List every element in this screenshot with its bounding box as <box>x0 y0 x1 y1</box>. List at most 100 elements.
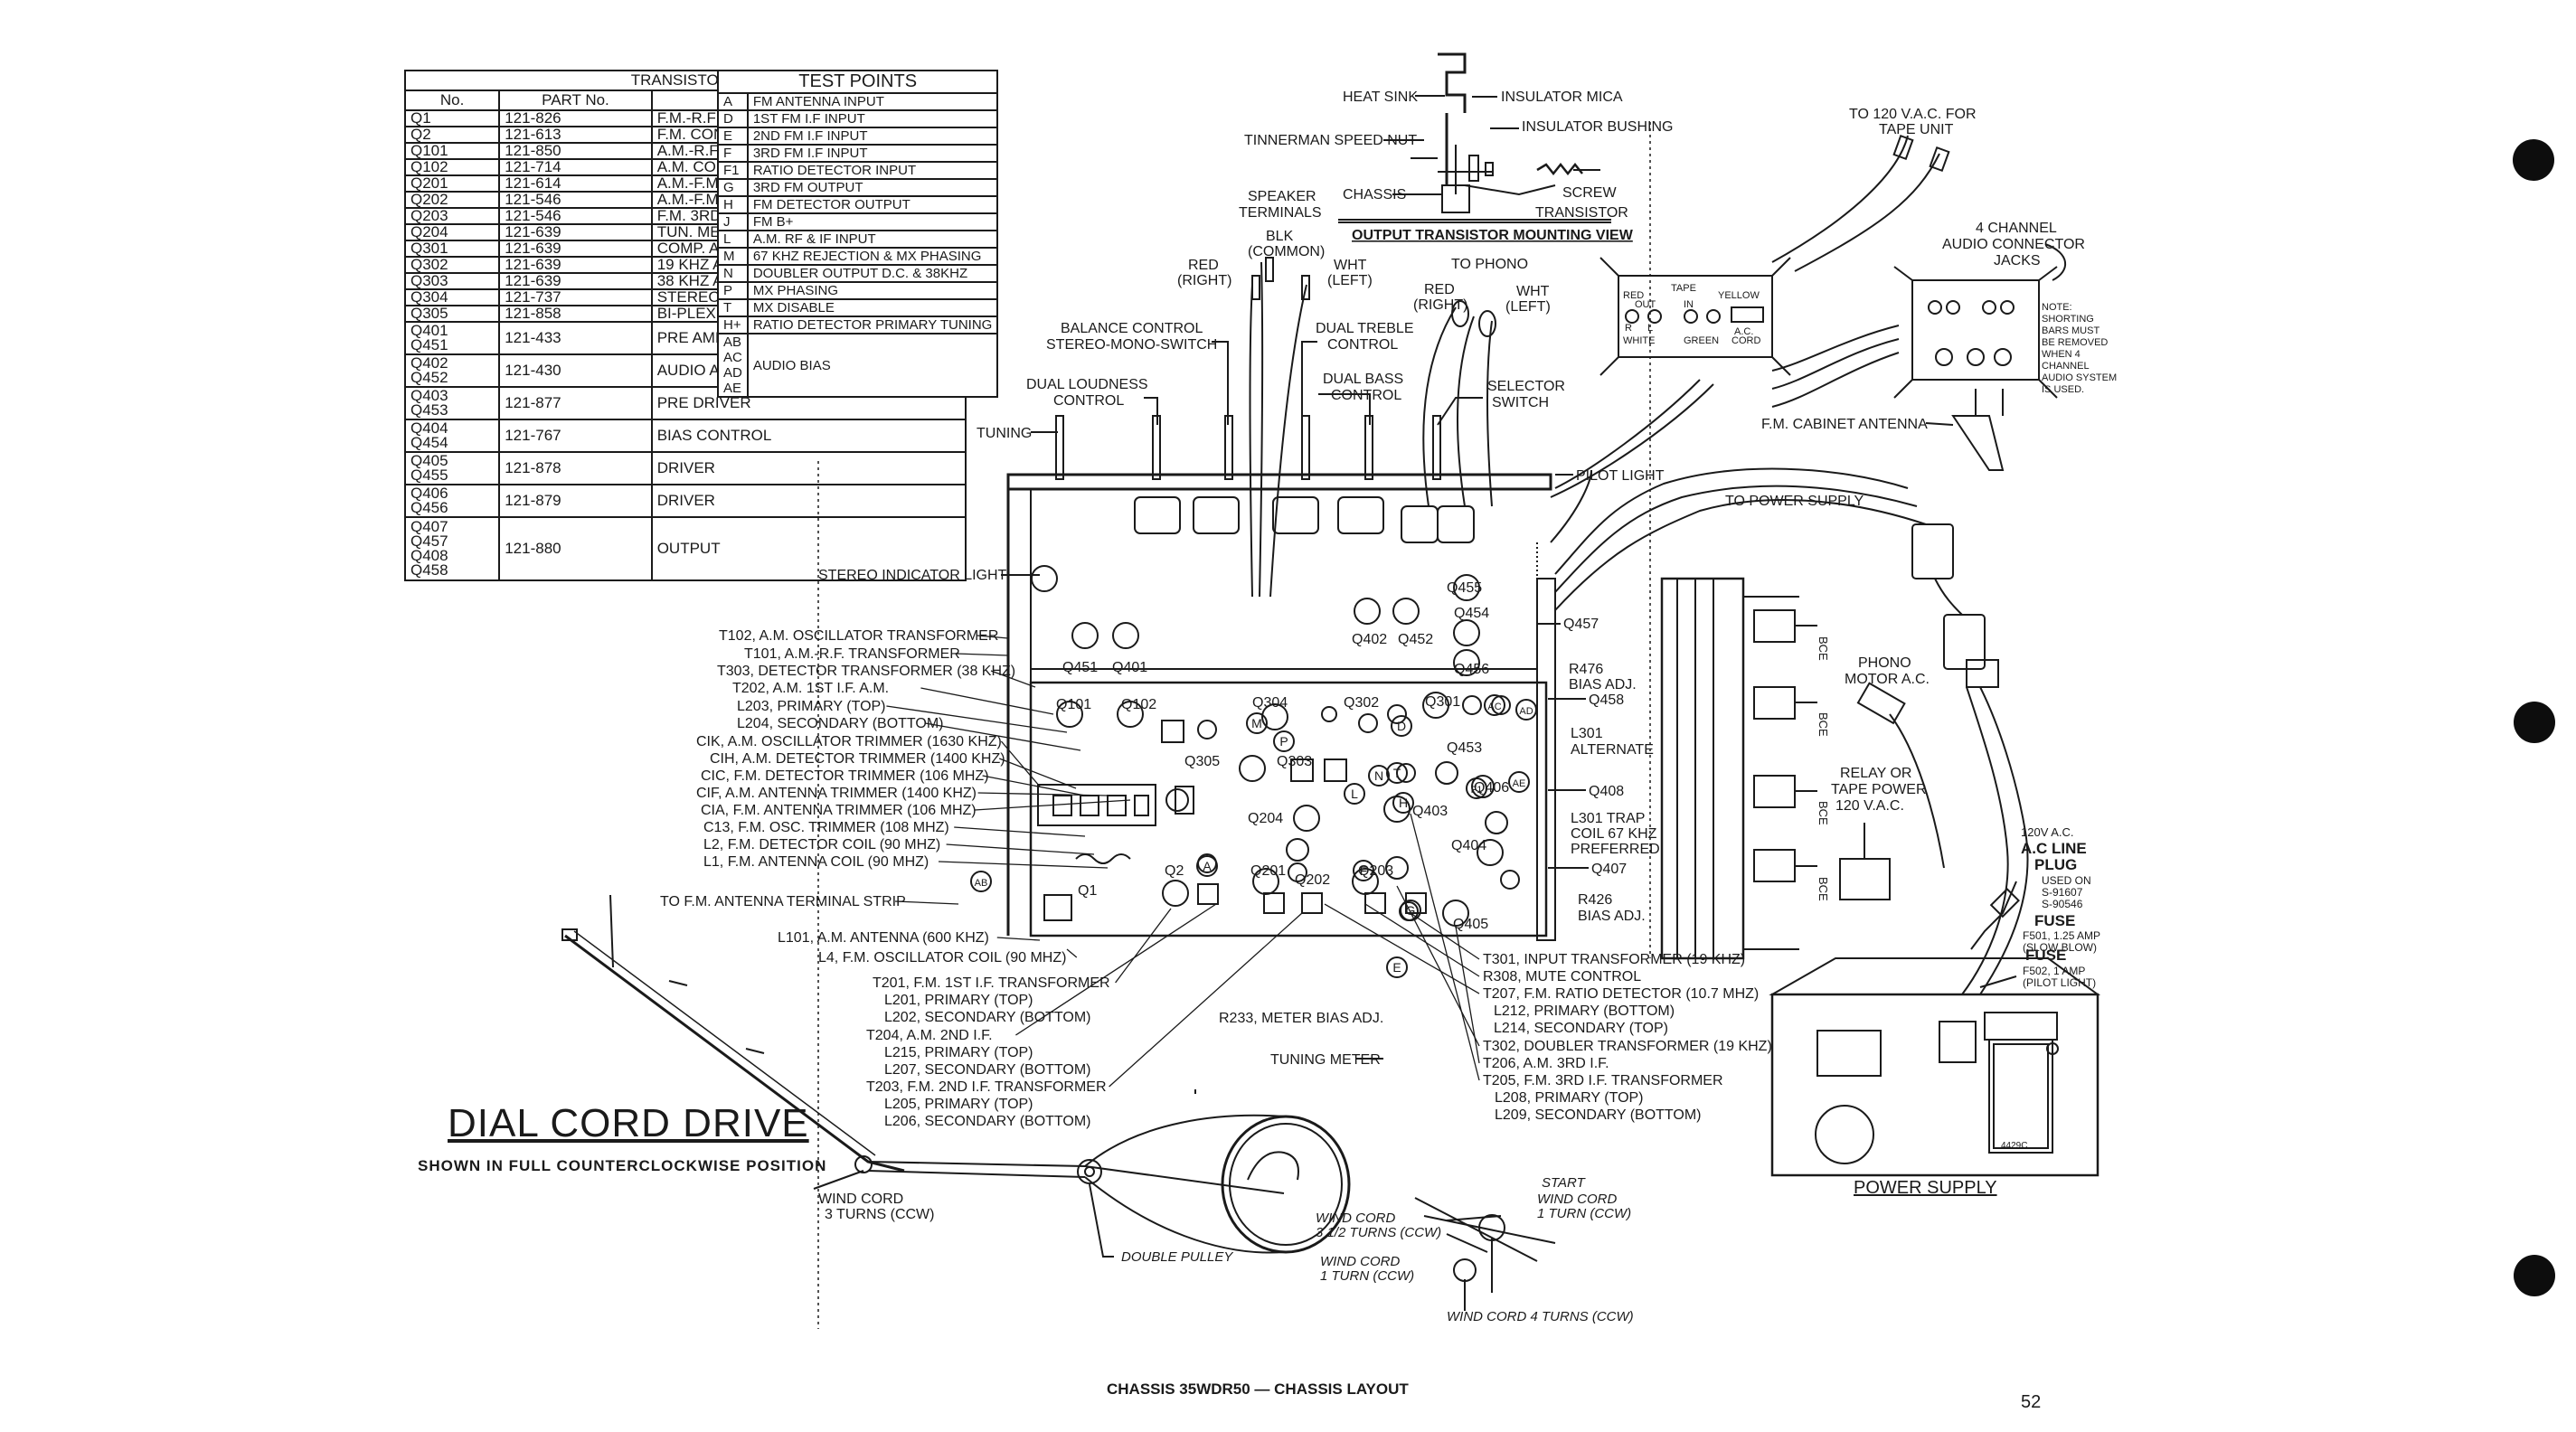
board-label-q451: Q451 <box>1062 660 1098 675</box>
test-point-circle <box>1508 771 1530 793</box>
cell-no: Q201 <box>403 174 501 193</box>
tape-label-ac: A.C. <box>1734 326 1753 337</box>
test-point-a: A <box>1203 859 1212 873</box>
label-bce: BCE <box>1816 801 1830 825</box>
cell-part: 121-614 <box>498 174 653 193</box>
label-phono-wht: WHT <box>1516 284 1550 299</box>
cell-desc: DRIVER <box>650 484 967 518</box>
callout-left: T303, DETECTOR TRANSFORMER (38 KHZ) <box>717 664 1015 679</box>
leader-line <box>998 758 1077 789</box>
binder-hole <box>2514 702 2555 743</box>
label-wind-cord-3: WIND CORD <box>818 1192 903 1207</box>
label-wind-cord-1a: WIND CORD <box>1537 1192 1617 1207</box>
note-title: NOTE: <box>2042 302 2072 313</box>
leader-line <box>1410 912 1480 960</box>
label-wind-cord-35: WIND CORD <box>1316 1211 1395 1226</box>
label-r426: R426 <box>1578 892 1612 908</box>
callout-bottom: L209, SECONDARY (BOTTOM) <box>1495 1107 1702 1123</box>
test-points-title: TEST POINTS <box>716 70 999 94</box>
note-line: SHORTING <box>2042 314 2094 325</box>
cell-no: Q302 <box>403 256 501 274</box>
board-label-q202: Q202 <box>1295 872 1330 888</box>
label-chassis: CHASSIS <box>1343 187 1406 203</box>
test-point-circle <box>1246 712 1268 734</box>
label-r476-bias: BIAS ADJ. <box>1569 677 1637 692</box>
tape-label-l: L <box>1647 323 1653 334</box>
leader-line <box>996 937 1041 941</box>
tp-id: E <box>717 127 749 146</box>
callout-left: T204, A.M. 2ND I.F. <box>866 1028 993 1043</box>
callout-bottom: R308, MUTE CONTROL <box>1483 969 1641 984</box>
test-point-e: E <box>1392 960 1401 975</box>
label-loudness-control: CONTROL <box>1053 393 1124 409</box>
board-label-q402: Q402 <box>1352 632 1387 647</box>
label-tape-unit: TAPE UNIT <box>1879 122 1954 137</box>
transformer-marking: 4429C <box>2001 1141 2027 1151</box>
mounting-view-title: OUTPUT TRANSISTOR MOUNTING VIEW <box>1352 228 1634 243</box>
tp-desc: AUDIO BIAS <box>746 333 999 398</box>
board-label-q301: Q301 <box>1425 694 1460 710</box>
board-label-q102: Q102 <box>1121 697 1156 712</box>
tp-desc: 3RD FM I.F INPUT <box>746 144 999 163</box>
leader-line <box>946 843 1095 855</box>
cell-part: 121-433 <box>498 321 653 355</box>
callout-left: C13, F.M. OSC. TRIMMER (108 MHZ) <box>703 820 949 835</box>
callout-bottom: L214, SECONDARY (TOP) <box>1494 1021 1668 1036</box>
note-line: CHANNEL <box>2042 361 2090 372</box>
cell-no: Q305 <box>403 305 501 323</box>
chassis-outline <box>1006 415 1556 941</box>
tp-id: M <box>717 247 749 266</box>
label-fuse-f501: F501, 1.25 AMP <box>2023 929 2100 942</box>
label-transistor: TRANSISTOR <box>1535 205 1628 221</box>
label-bce: BCE <box>1816 877 1830 901</box>
tp-desc: 2ND FM I.F INPUT <box>746 127 999 146</box>
test-point-circle <box>1386 762 1408 784</box>
callout-left: CIH, A.M. DETECTOR TRIMMER (1400 KHZ) <box>710 751 1005 767</box>
label-phono-red: RED <box>1424 282 1455 297</box>
test-point-f1: F1 <box>1471 785 1483 796</box>
cell-part: 121-546 <box>498 191 653 209</box>
label-terminals: TERMINALS <box>1239 205 1322 221</box>
label-fuse-pilot-light: (PILOT LIGHT) <box>2023 976 2096 989</box>
tp-desc: MX DISABLE <box>746 298 999 317</box>
tp-desc: FM B+ <box>746 212 999 231</box>
leader-line <box>925 722 1081 751</box>
test-point-circle <box>1344 783 1365 805</box>
callout-left: L207, SECONDARY (BOTTOM) <box>884 1062 1091 1078</box>
label-wind-1-turn-b: 1 TURN (CCW) <box>1320 1268 1414 1284</box>
tp-id: T <box>717 298 749 317</box>
callout-left: CIF, A.M. ANTENNA TRIMMER (1400 KHZ) <box>696 786 977 801</box>
test-point-f: F <box>1360 863 1368 878</box>
label-l301: L301 <box>1571 726 1603 741</box>
tp-id: J <box>717 212 749 231</box>
label-phono: PHONO <box>1858 655 1911 671</box>
leader-line <box>886 705 1068 733</box>
callout-left: T201, F.M. 1ST I.F. TRANSFORMER <box>873 975 1110 991</box>
board-label-q1: Q1 <box>1078 883 1097 899</box>
cell-desc: OUTPUT <box>650 516 967 581</box>
callout-left: T203, F.M. 2ND I.F. TRANSFORMER <box>866 1079 1107 1095</box>
test-point-circle <box>1466 777 1487 799</box>
callout-bottom: L208, PRIMARY (TOP) <box>1495 1090 1644 1106</box>
callout-left: L201, PRIMARY (TOP) <box>884 993 1033 1008</box>
col-header-no: No. <box>403 90 501 111</box>
tp-desc: 3RD FM OUTPUT <box>746 178 999 197</box>
note-line: WHEN 4 <box>2042 349 2081 360</box>
board-label-q204: Q204 <box>1248 811 1283 826</box>
cell-no: Q301 <box>403 240 501 258</box>
test-point-circle <box>1368 765 1390 787</box>
cell-no: Q304 <box>403 288 501 306</box>
callout-left: L203, PRIMARY (TOP) <box>737 699 886 714</box>
label-dual-treble: DUAL TREBLE <box>1316 321 1413 336</box>
tp-id: D <box>717 109 749 128</box>
callout-left: CIA, F.M. ANTENNA TRIMMER (106 MHZ) <box>701 803 977 818</box>
label-l301-coil: COIL 67 KHZ <box>1571 826 1657 842</box>
test-point-p: P <box>1279 734 1288 749</box>
